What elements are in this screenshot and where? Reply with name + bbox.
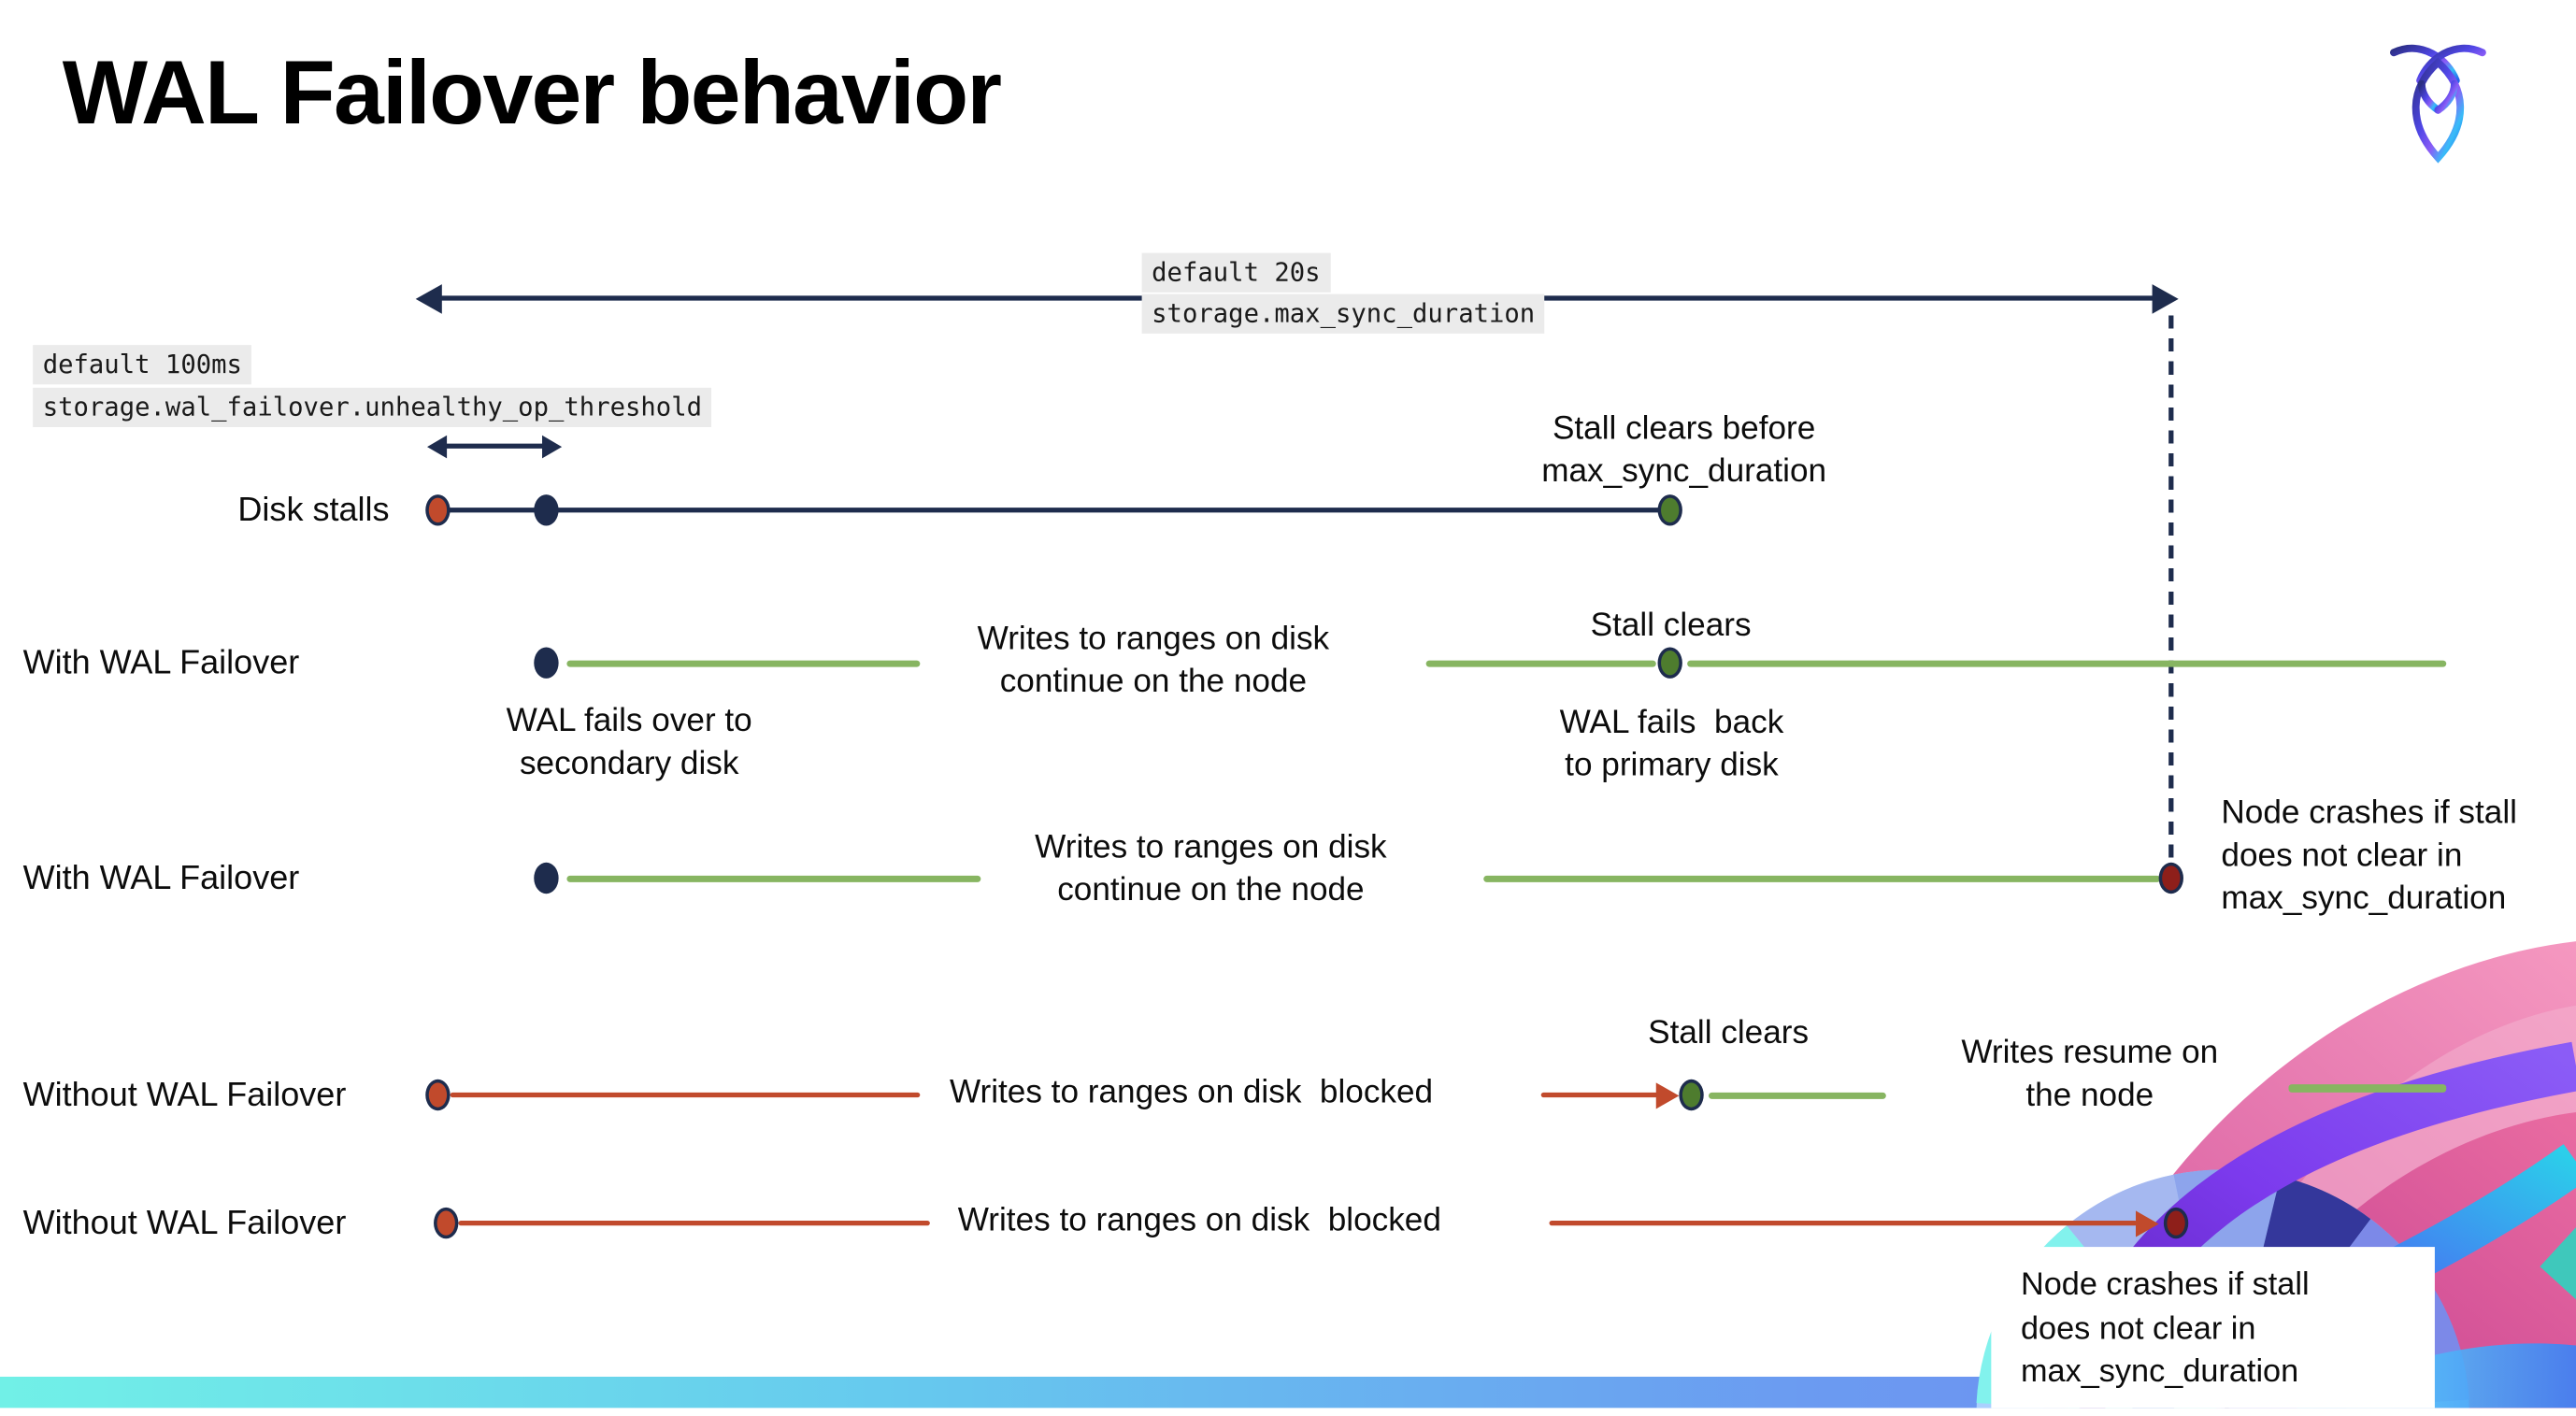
arrow-head-right-icon [2152, 284, 2179, 314]
stall-clears-annotation: Stall clears [1590, 608, 1752, 645]
red-arrow-head-icon [2136, 1210, 2159, 1237]
threshold-default-label: default 100ms [33, 345, 252, 385]
stall-start-dot [425, 1079, 451, 1111]
green-line-segment [1709, 1092, 1886, 1099]
max-sync-setting-label: storage.max_sync_duration [1141, 293, 1545, 334]
arrow-head-left-icon [415, 284, 442, 314]
node-crashes-callout-box: Node crashes if stall does not clear in … [1991, 1247, 2435, 1409]
max-sync-default-label: default 20s [1141, 252, 1331, 293]
stall-clears-annotation: Stall clears [1648, 1015, 1810, 1051]
failover-dot [534, 647, 559, 679]
cockroach-glyph [2390, 44, 2486, 164]
node-crashes-annotation: Node crashes if stall does not clear in … [2221, 794, 2517, 917]
green-line-segment [566, 875, 981, 882]
wal-fails-back-annotation: WAL fails back to primary disk [1559, 705, 1784, 784]
cockroach-labs-logo-icon [2385, 36, 2490, 164]
node-crash-dot [2163, 1207, 2189, 1239]
stall-clears-before-annotation: Stall clears before max_sync_duration [1541, 410, 1827, 490]
writes-resume-annotation: Writes resume on the node [1961, 1035, 2219, 1114]
threshold-arrow-left-icon [427, 435, 448, 459]
threshold-setting-label: storage.wal_failover.unhealthy_op_thresh… [33, 387, 712, 428]
stall-start-dot [425, 494, 451, 526]
threshold-reached-dot [534, 494, 559, 526]
stall-clears-dot [1679, 1079, 1704, 1111]
stall-start-dot [434, 1207, 459, 1239]
red-line-segment [450, 1092, 921, 1098]
red-line-segment [458, 1220, 930, 1226]
wal-fails-over-annotation: WAL fails over to secondary disk [506, 703, 752, 782]
row-label-with-wal-failover-1: With WAL Failover [22, 644, 300, 682]
green-line-segment [566, 660, 921, 667]
threshold-arrow-line [443, 443, 546, 449]
failover-dot [534, 862, 559, 894]
red-line-segment [1549, 1220, 2138, 1226]
red-line-segment [1540, 1092, 1660, 1098]
row-label-without-wal-failover-1: Without WAL Failover [22, 1076, 347, 1114]
node-crash-dot [2158, 862, 2183, 894]
green-line-segment [2288, 1084, 2447, 1093]
red-arrow-head-icon [1655, 1082, 1680, 1109]
row-label-disk-stalls: Disk stalls [237, 491, 390, 529]
green-line-segment [1483, 875, 2161, 882]
disk-stall-timeline [438, 508, 1671, 513]
writes-continue-annotation: Writes to ranges on disk continue on the… [1035, 829, 1387, 909]
writes-continue-annotation: Writes to ranges on disk continue on the… [977, 621, 1330, 700]
stall-clears-dot [1657, 494, 1682, 526]
threshold-arrow-right-icon [542, 435, 563, 459]
writes-blocked-annotation: Writes to ranges on disk blocked [949, 1074, 1434, 1111]
writes-blocked-annotation: Writes to ranges on disk blocked [957, 1202, 1441, 1239]
node-crashes-annotation: Node crashes if stall does not clear in … [2020, 1266, 2310, 1391]
row-label-with-wal-failover-2: With WAL Failover [22, 859, 300, 897]
green-line-segment [1425, 660, 1656, 667]
green-line-segment [1687, 660, 2447, 667]
page-title: WAL Failover behavior [62, 40, 1002, 143]
stall-clears-dot [1657, 647, 1682, 679]
max-sync-deadline-dashed-line [2168, 315, 2174, 865]
row-label-without-wal-failover-2: Without WAL Failover [22, 1204, 347, 1242]
